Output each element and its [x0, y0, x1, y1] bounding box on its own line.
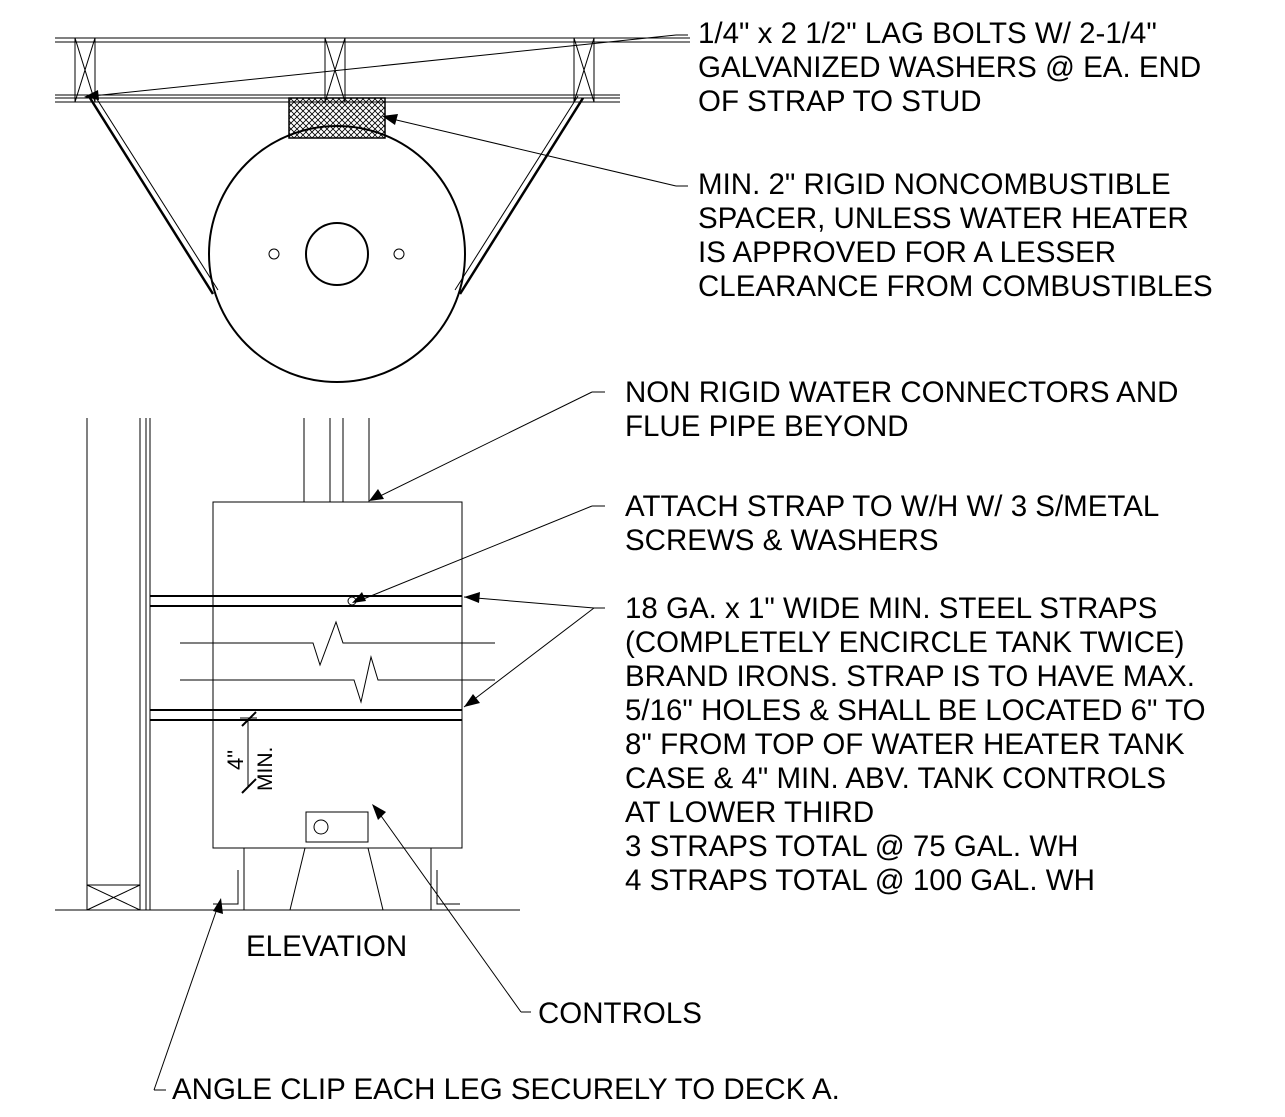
- dimension-value: 4": [223, 749, 248, 770]
- note-line: OF STRAP TO STUD: [698, 85, 982, 118]
- strap-lower: [150, 709, 462, 721]
- note-line: 1/4" x 2 1/2" LAG BOLTS W/ 2-1/4": [698, 17, 1157, 50]
- note-line: 18 GA. x 1" WIDE MIN. STEEL STRAPS: [625, 592, 1158, 625]
- flue-and-water-pipes: [303, 418, 370, 502]
- water-heater-plan: [208, 125, 466, 383]
- elevation-view: [55, 418, 520, 911]
- break-symbol: [180, 620, 495, 704]
- note-line: CASE & 4" MIN. ABV. TANK CONTROLS: [625, 762, 1167, 795]
- note-steel-straps: 18 GA. x 1" WIDE MIN. STEEL STRAPS (COMP…: [625, 592, 1206, 898]
- water-connection-right: [393, 248, 405, 260]
- water-heater-tank: [212, 501, 463, 849]
- note-controls: CONTROLS: [538, 997, 702, 1030]
- note-line: 8" FROM TOP OF WATER HEATER TANK: [625, 728, 1185, 761]
- note-line: FLUE PIPE BEYOND: [625, 410, 909, 443]
- note-line: AT LOWER THIRD: [625, 796, 875, 829]
- wall-stud-right: [573, 37, 595, 103]
- note-line: SCREWS & WASHERS: [625, 524, 939, 557]
- note-line: MIN. 2" RIGID NONCOMBUSTIBLE: [698, 168, 1171, 201]
- strap-left: [88, 95, 219, 295]
- controls-box: [305, 811, 369, 843]
- note-lag-bolts: 1/4" x 2 1/2" LAG BOLTS W/ 2-1/4" GALVAN…: [698, 17, 1201, 119]
- water-connection-left: [268, 248, 280, 260]
- wall-plates: [55, 37, 690, 103]
- elevation-title: ELEVATION: [246, 930, 408, 963]
- note-line: IS APPROVED FOR A LESSER: [698, 236, 1117, 269]
- strap-right: [454, 95, 585, 295]
- note-water-connectors: NON RIGID WATER CONNECTORS AND FLUE PIPE…: [625, 376, 1178, 444]
- note-line: 4 STRAPS TOTAL @ 100 GAL. WH: [625, 864, 1095, 897]
- flue-opening: [305, 222, 369, 286]
- tank-legs: [243, 847, 432, 911]
- note-line: GALVANIZED WASHERS @ EA. END: [698, 51, 1202, 84]
- note-line: (COMPLETELY ENCIRCLE TANK TWICE): [625, 626, 1185, 659]
- note-spacer: MIN. 2" RIGID NONCOMBUSTIBLE SPACER, UNL…: [698, 168, 1213, 304]
- note-line: ATTACH STRAP TO W/H W/ 3 S/METAL: [625, 490, 1160, 523]
- note-attach-strap: ATTACH STRAP TO W/H W/ 3 S/METAL SCREWS …: [625, 490, 1159, 558]
- note-angle-clip: ANGLE CLIP EACH LEG SECURELY TO DECK A.: [172, 1073, 840, 1106]
- note-line: 3 STRAPS TOTAL @ 75 GAL. WH: [625, 830, 1079, 863]
- note-line: CLEARANCE FROM COMBUSTIBLES: [698, 270, 1213, 303]
- note-line: BRAND IRONS. STRAP IS TO HAVE MAX.: [625, 660, 1195, 693]
- wall-stud-left: [74, 37, 96, 103]
- wall-section: [86, 418, 151, 911]
- plan-view: [55, 37, 690, 383]
- note-line: 5/16" HOLES & SHALL BE LOCATED 6" TO: [625, 694, 1206, 727]
- note-line: SPACER, UNLESS WATER HEATER: [698, 202, 1189, 235]
- dimension-qualifier: MIN.: [254, 746, 277, 791]
- strap-upper: [150, 595, 462, 607]
- leader-lines: [84, 34, 688, 1091]
- dimension-4-min: [240, 711, 257, 794]
- noncombustible-spacer: [288, 97, 386, 139]
- note-line: NON RIGID WATER CONNECTORS AND: [625, 376, 1179, 409]
